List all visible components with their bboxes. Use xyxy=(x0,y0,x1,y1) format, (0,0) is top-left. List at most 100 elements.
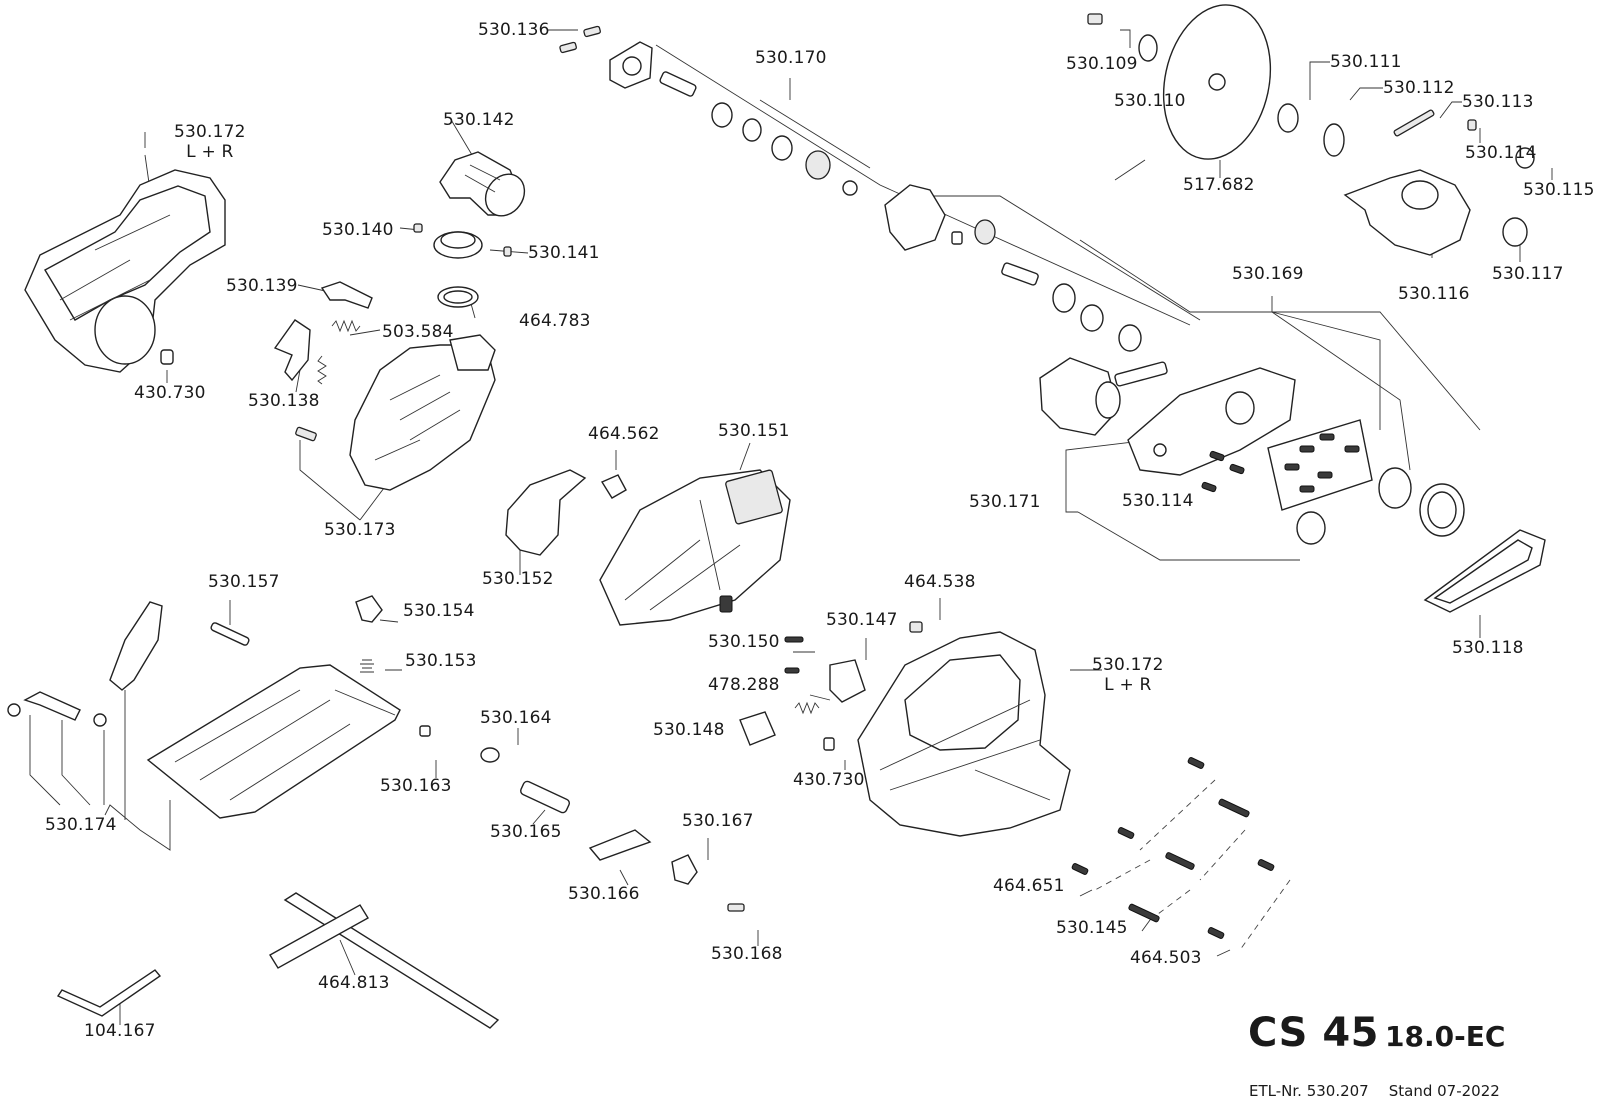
part-label-530-114-top: 530.114 xyxy=(1465,143,1537,163)
part-label-530-164: 530.164 xyxy=(480,708,552,728)
part-label-530-169: 530.169 xyxy=(1232,264,1304,284)
part-label-430-730-left: 430.730 xyxy=(134,383,206,403)
drive-belt xyxy=(1423,529,1546,613)
small-parts-530-140 xyxy=(413,223,512,257)
part-label-530-112: 530.112 xyxy=(1383,78,1455,98)
part-label-530-172-top-number: 530.172 xyxy=(174,122,246,142)
knob-530-154 xyxy=(355,595,383,623)
part-label-530-172-top: 530.172 L + R xyxy=(174,122,246,162)
part-label-530-141: 530.141 xyxy=(528,243,600,263)
nut-530-163 xyxy=(419,725,431,737)
part-label-464-538: 464.538 xyxy=(904,572,976,592)
part-label-530-115: 530.115 xyxy=(1523,180,1595,200)
part-label-530-163: 530.163 xyxy=(380,776,452,796)
left-housing-shell xyxy=(24,169,226,373)
part-label-530-147: 530.147 xyxy=(826,610,898,630)
part-label-530-172-top-suffix: L + R xyxy=(186,142,234,162)
lever-530-166 xyxy=(588,829,652,861)
screw-assembly-paths xyxy=(1094,779,1291,951)
etl-number: ETL-Nr. 530.207 xyxy=(1249,1082,1369,1100)
part-label-530-111: 530.111 xyxy=(1330,52,1402,72)
motor-plate xyxy=(1127,367,1296,476)
part-label-530-152: 530.152 xyxy=(482,569,554,589)
spindle-bearings xyxy=(711,102,858,196)
part-label-530-153: 530.153 xyxy=(405,651,477,671)
rip-fence xyxy=(269,892,500,1029)
model-name: CS 45 xyxy=(1248,1010,1379,1056)
part-label-530-145: 530.145 xyxy=(1056,918,1128,938)
electronics-harness xyxy=(599,469,791,626)
blade-guard-housing xyxy=(349,334,496,491)
part-label-530-173: 530.173 xyxy=(324,520,396,540)
part-label-464-503: 464.503 xyxy=(1130,948,1202,968)
sleeve-530-165 xyxy=(519,780,571,814)
part-label-478-288: 478.288 xyxy=(708,675,780,695)
part-label-530-142: 530.142 xyxy=(443,110,515,130)
parts-530-174 xyxy=(7,691,107,727)
model-variant: 18.0-EC xyxy=(1385,1020,1506,1053)
bevel-arm xyxy=(109,601,163,691)
dust-elbow xyxy=(439,151,526,217)
part-label-464-813: 464.813 xyxy=(318,973,390,993)
part-label-530-168: 530.168 xyxy=(711,944,783,964)
part-label-530-171: 530.171 xyxy=(969,492,1041,512)
spindle-shaft xyxy=(659,71,697,97)
part-label-530-172-bottom-suffix: L + R xyxy=(1104,675,1152,695)
screws-bottom-right xyxy=(1071,757,1275,939)
o-ring-464-783 xyxy=(437,286,479,308)
part-label-530-118: 530.118 xyxy=(1452,638,1524,658)
part-label-530-139: 530.139 xyxy=(226,276,298,296)
part-label-530-151: 530.151 xyxy=(718,421,790,441)
part-label-530-136: 530.136 xyxy=(478,20,550,40)
part-label-530-166: 530.166 xyxy=(568,884,640,904)
screws-530-136 xyxy=(559,25,601,54)
adapter-ring xyxy=(433,231,483,259)
part-label-530-148: 530.148 xyxy=(653,720,725,740)
part-label-530-165: 530.165 xyxy=(490,822,562,842)
spring-530-153 xyxy=(360,659,374,673)
part-label-530-154: 530.154 xyxy=(403,601,475,621)
part-label-530-157: 530.157 xyxy=(208,572,280,592)
hex-key xyxy=(56,969,162,1017)
screw-530-168 xyxy=(727,903,745,912)
part-label-517-682: 517.682 xyxy=(1183,175,1255,195)
part-label-430-730-right: 430.730 xyxy=(793,770,865,790)
part-label-530-117: 530.117 xyxy=(1492,264,1564,284)
trigger-530-138 xyxy=(273,319,311,382)
right-housing-shell xyxy=(857,631,1071,837)
part-label-530-150: 530.150 xyxy=(708,632,780,652)
part-label-530-167: 530.167 xyxy=(682,811,754,831)
saw-blade xyxy=(1162,4,1272,160)
part-label-530-172-bottom-number: 530.172 xyxy=(1092,655,1164,675)
gear-case xyxy=(884,184,1142,352)
clamp-530-167 xyxy=(671,854,698,885)
spring-503-584 xyxy=(317,319,361,385)
part-label-464-783: 464.783 xyxy=(519,311,591,331)
part-label-530-113: 530.113 xyxy=(1462,92,1534,112)
pulleys xyxy=(1296,467,1465,545)
part-label-530-109: 530.109 xyxy=(1066,54,1138,74)
part-label-464-562: 464.562 xyxy=(588,424,660,444)
screw-pack xyxy=(1267,419,1373,511)
part-label-530-114-mid: 530.114 xyxy=(1122,491,1194,511)
part-label-104-167: 104.167 xyxy=(84,1021,156,1041)
nut-464-562 xyxy=(600,474,627,499)
switch-parts xyxy=(739,621,923,751)
bracket-530-152 xyxy=(505,469,587,556)
part-label-530-138: 530.138 xyxy=(248,391,320,411)
part-label-530-140: 530.140 xyxy=(322,220,394,240)
part-label-530-110: 530.110 xyxy=(1114,91,1186,111)
screws-530-114 xyxy=(1201,450,1245,493)
lever-530-139 xyxy=(320,281,373,309)
part-label-530-170: 530.170 xyxy=(755,48,827,68)
pin-430-730-left xyxy=(160,349,174,365)
screw-530-173 xyxy=(295,426,317,442)
part-label-530-116: 530.116 xyxy=(1398,284,1470,304)
bolt-530-157 xyxy=(210,622,250,646)
part-label-530-172-bottom: 530.172 L + R xyxy=(1092,655,1164,695)
bearing-flange xyxy=(609,41,653,89)
